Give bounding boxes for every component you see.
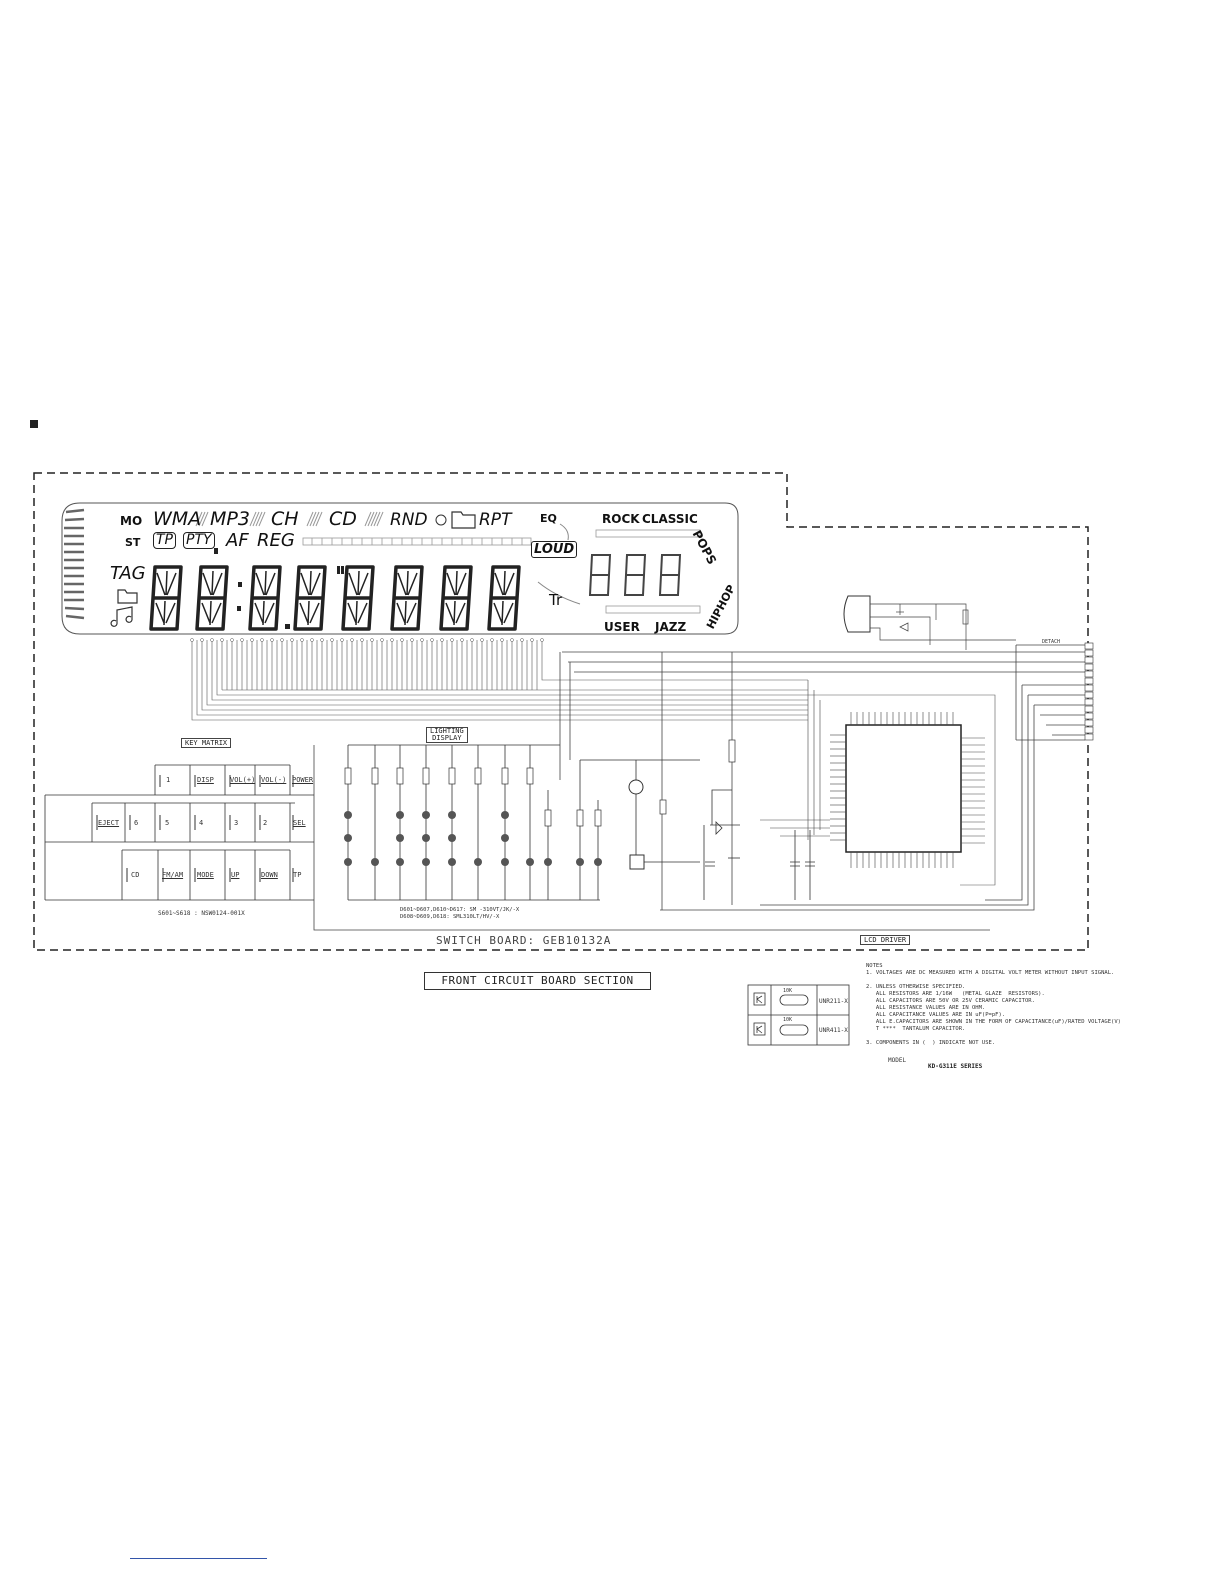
lcd-jazz: JAZZ — [655, 620, 687, 634]
key-mode: MODE — [197, 871, 214, 879]
lcd-rnd: RND — [390, 510, 428, 530]
ir-receiver — [843, 595, 871, 633]
lcd-mp3: MP3 — [210, 508, 250, 530]
lcd-user: USER — [604, 620, 640, 634]
led-diodes — [344, 811, 602, 866]
legend-r2: 10K — [783, 1017, 793, 1023]
detach-label: DETACH — [1042, 639, 1061, 645]
key-power: POWER — [292, 776, 314, 784]
regulator — [629, 854, 645, 870]
connector-pins — [1084, 642, 1094, 741]
key-cd: CD — [131, 871, 140, 879]
lcd-tag: TAG — [110, 563, 146, 584]
led-parts-note: D601~D607,D610~D617: SM -310VT/JK/-X D60… — [400, 907, 520, 920]
lcd-mo: MO — [120, 514, 143, 528]
lcd-loud: LOUD — [531, 541, 578, 558]
section-title: FRONT CIRCUIT BOARD SECTION — [424, 972, 651, 990]
legend-part1: UNR211-X — [819, 998, 848, 1005]
key-tp: TP — [293, 871, 302, 879]
switch-board-label: SWITCH BOARD: GEB10132A — [436, 934, 612, 947]
key-6: 6 — [134, 819, 139, 827]
legend-r1: 10K — [783, 988, 793, 994]
lcd-eq: EQ — [540, 512, 557, 525]
model-value: KD-G311E SERIES — [928, 1063, 983, 1070]
notes-block: NOTES 1. VOLTAGES ARE DC MEASURED WITH A… — [866, 963, 1121, 1046]
lcd-ch: CH — [271, 508, 299, 530]
lcd-tr: Tr — [549, 591, 563, 609]
key-2: 2 — [263, 819, 268, 827]
model-label: MODEL — [888, 1057, 907, 1064]
lcd-digits — [149, 565, 521, 631]
lcd-rock: ROCK — [602, 512, 640, 526]
lcd-tp: TP — [153, 532, 176, 549]
key-3: 3 — [234, 819, 239, 827]
folder-icon — [117, 511, 476, 604]
lcd-rpt: RPT — [479, 510, 512, 530]
lcd-hatch — [195, 511, 384, 527]
legend-part2: UNR411-X — [819, 1027, 848, 1034]
key-5: 5 — [165, 819, 170, 827]
disc-icon — [435, 514, 447, 526]
key-up: UP — [231, 871, 240, 879]
key-switch-contacts — [96, 775, 294, 882]
lcd-classic: CLASSIC — [642, 512, 698, 526]
lcd-pin-circles — [190, 638, 544, 642]
key-vol-minus: VOL(-) — [261, 776, 287, 784]
lcd-reg: REG — [257, 530, 295, 551]
footer-link-line — [130, 1558, 267, 1559]
led-array — [347, 744, 700, 901]
lcd-driver-ic — [845, 724, 962, 853]
lcd-driver-label: LCD DRIVER — [860, 935, 911, 945]
lcd-cd: CD — [329, 508, 357, 530]
key-eject: EJECT — [98, 819, 120, 827]
lcd-colon — [214, 548, 344, 629]
legend-table — [747, 984, 850, 1046]
board-outline — [33, 472, 1089, 951]
lcd-st: ST — [125, 536, 141, 549]
key-sel: SEL — [293, 819, 306, 827]
key-1: 1 — [166, 776, 171, 784]
lcd-left-bargraph — [64, 508, 85, 620]
lcd-pins — [191, 640, 996, 886]
transistor-q — [628, 779, 644, 795]
key-disp: DISP — [197, 776, 214, 784]
led-resistors — [344, 739, 736, 827]
key-matrix-label: KEY MATRIX — [181, 738, 232, 748]
lcd-wma: WMA — [153, 508, 202, 530]
section-marker — [30, 420, 38, 428]
lcd-af: AF — [226, 530, 249, 551]
lcd-panel — [61, 502, 739, 635]
lighting-display-label: LIGHTING DISPLAY — [426, 727, 468, 743]
key-4: 4 — [199, 819, 204, 827]
key-fmam: FM/AM — [162, 871, 184, 879]
music-note-icon — [110, 606, 133, 627]
lcd-small-digits — [588, 554, 682, 596]
lcd-pty: PTY — [183, 532, 215, 549]
key-matrix — [44, 764, 314, 901]
key-down: DOWN — [261, 871, 278, 879]
key-vol-plus: VOL(+) — [230, 776, 256, 784]
switch-parts-note: S601~S618 : NSW0124-001X — [158, 910, 245, 917]
